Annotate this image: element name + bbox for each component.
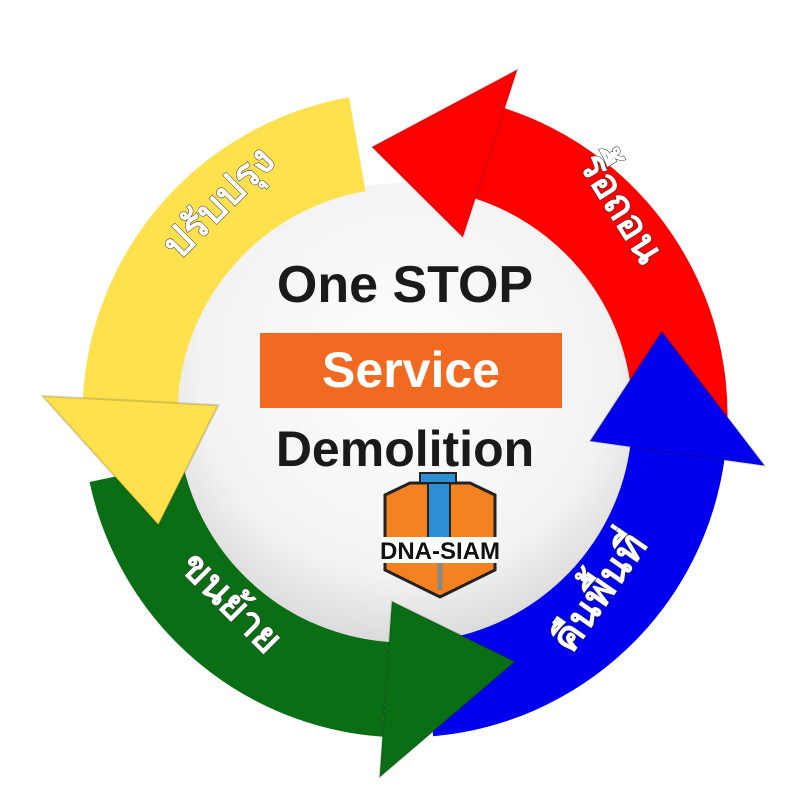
dna-siam-logo: DNA-SIAM (380, 472, 500, 599)
cycle-arrow-body-1 (82, 97, 367, 404)
cycle-arrow-body-2 (89, 461, 390, 737)
center-disc (173, 183, 637, 647)
cycle-arrow-head-1 (40, 394, 220, 527)
title-one-stop: One STOP (276, 256, 534, 314)
title-demolition: Demolition (275, 421, 535, 477)
cycle-arrow-head-0 (370, 67, 519, 240)
cycle-arrow-head-3 (588, 329, 767, 467)
cycle-arrow-head-2 (378, 599, 517, 780)
logo-text: DNA-SIAM (380, 538, 500, 565)
service-banner: Service (260, 333, 562, 408)
